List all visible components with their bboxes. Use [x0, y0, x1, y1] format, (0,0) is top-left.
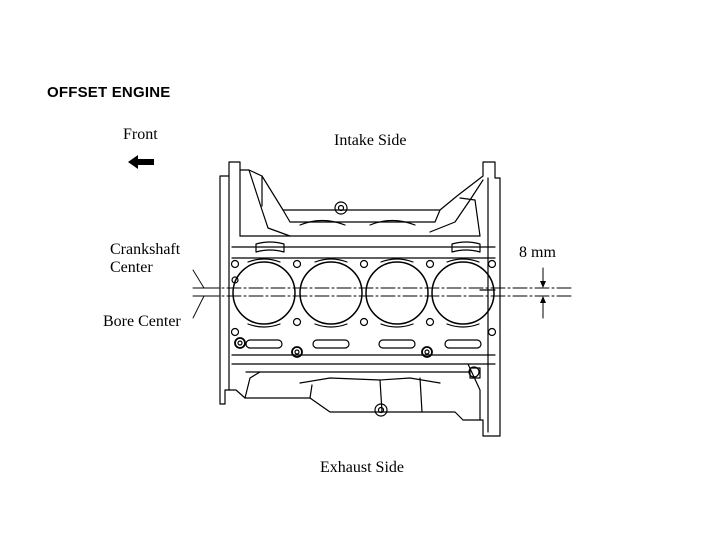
offset-dimension-arrows: [540, 267, 546, 319]
block-boss-details: [255, 201, 481, 417]
crankshaft-center-label-line1: Crankshaft: [110, 241, 181, 258]
exhaust-side-label: Exhaust Side: [320, 459, 404, 476]
arrow-left-icon: [128, 155, 154, 169]
label-leader-lines: [192, 269, 205, 319]
head-bolt-holes: [230, 259, 497, 379]
engine-block-outline: [219, 161, 501, 437]
page-title: OFFSET ENGINE: [47, 84, 171, 101]
offset-dimension-label: 8 mm: [519, 244, 556, 261]
front-label: Front: [123, 126, 158, 143]
bore-center-label: Bore Center: [103, 313, 181, 330]
crankshaft-center-label-line2: Center: [110, 259, 153, 276]
cylinder-bores: [232, 261, 495, 325]
intake-side-label: Intake Side: [334, 132, 407, 149]
water-jacket-slots: [245, 258, 482, 349]
